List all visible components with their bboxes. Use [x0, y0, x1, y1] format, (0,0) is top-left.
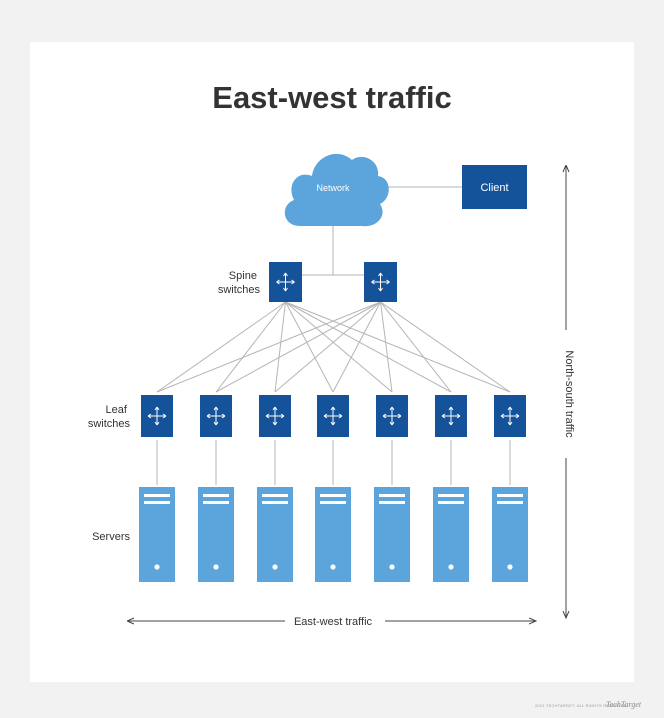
mesh-link — [285, 301, 452, 393]
network-cloud-icon: Network — [284, 153, 389, 227]
server-power-led — [213, 564, 219, 570]
leaf-switch-4 — [317, 395, 349, 437]
server-2 — [198, 487, 234, 582]
network-spine-links — [302, 225, 364, 276]
server-slot — [262, 501, 288, 504]
mesh-link — [285, 301, 334, 393]
spine-label: Spine switches — [218, 270, 261, 296]
server-power-led — [389, 564, 395, 570]
server-5 — [374, 487, 410, 582]
diagram-title: East-west traffic — [212, 80, 451, 115]
server-power-led — [330, 564, 336, 570]
mesh-link — [215, 301, 286, 393]
footer-bar — [0, 682, 664, 718]
client-node: Client — [462, 165, 527, 209]
leaf-server-links — [156, 440, 511, 485]
server-slot — [203, 494, 229, 497]
servers — [139, 487, 528, 582]
north-south-label: North-south traffic — [563, 350, 575, 438]
spine-switch-2 — [364, 262, 397, 302]
mesh-link — [215, 301, 381, 393]
server-6 — [433, 487, 469, 582]
mesh-link — [156, 301, 381, 393]
leaf-switch-1 — [141, 395, 173, 437]
spine-label-line-1: Spine — [229, 270, 257, 282]
mesh-link — [274, 301, 381, 393]
server-slot — [438, 494, 464, 497]
leaf-switch-3 — [259, 395, 291, 437]
mesh-link — [285, 301, 511, 393]
mesh-link — [380, 301, 452, 393]
server-1 — [139, 487, 175, 582]
spine-leaf-mesh — [156, 301, 511, 393]
server-slot — [203, 501, 229, 504]
east-west-label: East-west traffic — [294, 616, 373, 628]
mesh-link — [156, 301, 286, 393]
server-slot — [497, 494, 523, 497]
server-7 — [492, 487, 528, 582]
server-slot — [497, 501, 523, 504]
leaf-switch-2 — [200, 395, 232, 437]
leaf-switch-6 — [435, 395, 467, 437]
mesh-link — [380, 301, 393, 393]
server-slot — [379, 501, 405, 504]
server-slot — [144, 494, 170, 497]
leaf-label-line-1: Leaf — [106, 404, 128, 416]
server-slot — [262, 494, 288, 497]
server-power-led — [448, 564, 454, 570]
servers-label: Servers — [92, 531, 130, 543]
network-label: Network — [316, 183, 350, 193]
server-slot — [144, 501, 170, 504]
leaf-switches — [141, 395, 526, 437]
server-power-led — [272, 564, 278, 570]
server-slot — [320, 494, 346, 497]
leaf-switch-5 — [376, 395, 408, 437]
server-slot — [438, 501, 464, 504]
leaf-switch-7 — [494, 395, 526, 437]
leaf-label-line-2: switches — [88, 418, 131, 430]
mesh-link — [332, 301, 381, 393]
server-power-led — [154, 564, 160, 570]
leaf-label: Leaf switches — [88, 404, 131, 430]
server-power-led — [507, 564, 513, 570]
mesh-link — [285, 301, 393, 393]
copyright-text: 2021 TECHTARGET. ALL RIGHTS RESERVED. — [535, 703, 629, 708]
server-3 — [257, 487, 293, 582]
mesh-link — [380, 301, 511, 393]
mesh-link — [274, 301, 286, 393]
client-label: Client — [480, 182, 508, 194]
spine-label-line-2: switches — [218, 284, 261, 296]
spine-switch-1 — [269, 262, 302, 302]
server-slot — [320, 501, 346, 504]
server-4 — [315, 487, 351, 582]
server-slot — [379, 494, 405, 497]
brand-logo: TechTarget — [606, 700, 642, 709]
